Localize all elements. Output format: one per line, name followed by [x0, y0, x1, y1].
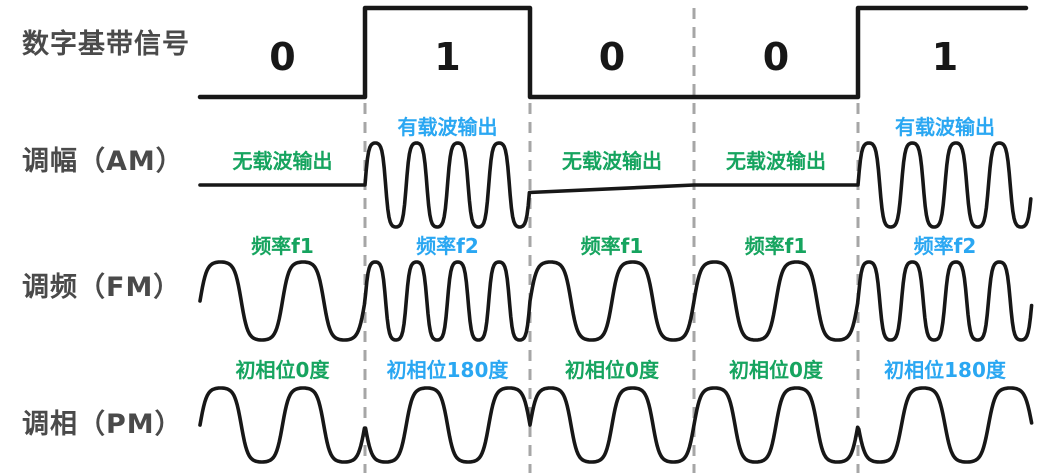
bit-digit: 0	[598, 35, 626, 79]
bit-digit: 0	[269, 35, 296, 79]
fm-wave	[198, 260, 1034, 342]
pm-annotation: 初相位0度	[729, 358, 823, 382]
fm-annotation: 频率f1	[251, 234, 314, 258]
bit-digit: 0	[762, 35, 790, 79]
row-label-fm: 调频（FM）	[22, 272, 182, 303]
row-label-pm: 调相（PM）	[22, 409, 183, 440]
fm-annotation: 频率f1	[580, 234, 644, 258]
am-annotation: 无载波输出	[232, 149, 333, 173]
fm-annotation: 频率f2	[416, 234, 479, 258]
pm-annotation: 初相位180度	[386, 358, 509, 382]
am-wave	[198, 141, 1033, 229]
baseband-wave	[197, 5, 1029, 100]
bit-digit: 1	[931, 35, 959, 79]
fm-annotation: 频率f2	[913, 234, 977, 258]
am-annotation: 有载波输出	[397, 115, 498, 139]
pm-annotation: 初相位0度	[235, 358, 330, 382]
bit-digit: 1	[434, 35, 461, 79]
row-label-baseband: 数字基带信号	[22, 29, 190, 60]
am-annotation: 无载波输出	[726, 149, 826, 173]
fm-annotation: 频率f1	[744, 234, 808, 258]
pm-annotation: 初相位180度	[884, 358, 1006, 382]
am-annotation: 无载波输出	[562, 149, 662, 173]
pm-wave	[198, 386, 1034, 464]
row-label-am: 调幅（AM）	[22, 146, 184, 177]
pm-annotation: 初相位0度	[565, 358, 659, 382]
am-annotation: 有载波输出	[895, 115, 995, 139]
